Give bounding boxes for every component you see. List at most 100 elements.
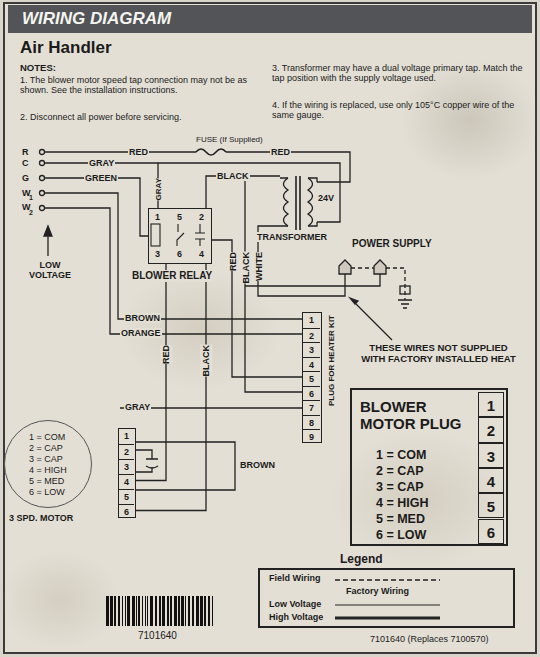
terminal-label: C xyxy=(22,158,29,168)
wire-color: GRAY xyxy=(88,158,115,168)
barcode xyxy=(142,596,143,626)
motor-tap: 1 = COM xyxy=(29,432,65,442)
pin-number: 3 xyxy=(303,342,320,357)
note: 1. The blower motor speed tap connection… xyxy=(20,75,255,96)
relay-symbol xyxy=(177,224,184,246)
terminal-number: 5 xyxy=(177,212,182,222)
wire-color: GRAY xyxy=(153,178,164,200)
terminals xyxy=(40,161,45,166)
pin-number: 6 xyxy=(303,386,320,401)
pin-number: 4 xyxy=(478,468,504,493)
wire-color: GREEN xyxy=(84,173,118,183)
legend-entry: High Voltage xyxy=(268,612,324,622)
pin-number: 3 xyxy=(119,459,134,474)
heading: Air Handler xyxy=(20,38,112,58)
wire-color: RED xyxy=(227,252,239,271)
terminal-label: G xyxy=(22,173,29,183)
legend-entry: Low Voltage xyxy=(268,599,322,609)
motor-tap: 3 = CAP xyxy=(376,480,424,494)
note-callout: THESE WIRES NOT SUPPLIED WITH FACTORY IN… xyxy=(356,343,521,365)
note: 2. Disconnect all power before servicing… xyxy=(20,112,255,122)
transformer-symbol xyxy=(280,178,317,226)
legend-samples xyxy=(335,605,440,606)
motor-tap: 5 = MED xyxy=(29,476,64,486)
motor-circle: 1 = COM2 = CAP3 = CAP4 = HIGH5 = MED6 = … xyxy=(4,420,92,508)
terminal-number: 1 xyxy=(155,212,160,222)
terminal-number: 4 xyxy=(199,249,204,259)
power-supply-connections xyxy=(386,268,405,300)
c-wire xyxy=(45,163,158,208)
relay-symbol xyxy=(151,224,160,246)
motor-tap: 4 = HIGH xyxy=(376,496,428,510)
w2-wire xyxy=(45,208,302,334)
pin-number: 7 xyxy=(303,400,320,415)
notes-heading: NOTES: xyxy=(20,63,56,74)
wire-connector xyxy=(136,264,166,481)
motor-tap: 1 = COM xyxy=(376,448,426,462)
pin-number: 4 xyxy=(303,357,320,372)
barcode xyxy=(170,596,172,626)
relay-symbol xyxy=(195,224,205,246)
motor-tap: 3 = CAP xyxy=(29,454,63,464)
pin-number: 3 xyxy=(478,443,504,468)
pin-number: 1 xyxy=(478,392,504,417)
part-number: 7101640 (Replaces 7100570) xyxy=(370,634,489,644)
leader-line xyxy=(352,300,392,340)
barcode xyxy=(136,596,137,626)
barcode xyxy=(155,596,157,626)
pin-number: 1 xyxy=(303,313,320,328)
motor-connector: 123456 xyxy=(118,428,136,518)
motor-tap: 4 = HIGH xyxy=(29,465,67,475)
power-supply-connections xyxy=(339,260,351,274)
barcode xyxy=(125,596,126,626)
barcode xyxy=(132,596,135,626)
barcode xyxy=(138,596,140,626)
motor-tap: 2 = CAP xyxy=(29,443,63,453)
legend-samples xyxy=(335,580,440,618)
barcode xyxy=(106,596,213,626)
paper xyxy=(0,3,540,653)
low-voltage-arrow xyxy=(44,226,52,256)
legend-samples xyxy=(335,579,440,580)
pin-number: 9 xyxy=(303,429,320,444)
barcode xyxy=(192,596,194,626)
barcode xyxy=(127,596,130,626)
power-supply-connections xyxy=(400,286,410,294)
barcode xyxy=(188,596,190,626)
barcode xyxy=(106,596,109,626)
capacitor-circuit xyxy=(136,442,235,490)
pin-number: 6 xyxy=(119,504,134,519)
pin-number: 2 xyxy=(478,417,504,442)
barcode xyxy=(150,596,153,626)
capacitor-circuit xyxy=(136,450,158,472)
barcode xyxy=(185,596,186,626)
barcode xyxy=(174,596,177,626)
wire-color: RED xyxy=(160,345,172,364)
pin-number: 1 xyxy=(119,429,134,444)
barcode xyxy=(204,596,206,626)
barcode xyxy=(122,596,123,626)
pin-number: 2 xyxy=(303,328,320,343)
barcode xyxy=(114,596,116,626)
part-number: 7101640 xyxy=(138,630,177,642)
black-wire xyxy=(245,176,302,392)
blower-relay: 152364BLOWER RELAY xyxy=(148,208,212,264)
plug-label: PLUG FOR HEATER KIT xyxy=(327,315,336,406)
barcode xyxy=(110,596,113,626)
motor-tap: 5 = MED xyxy=(376,512,425,526)
barcode xyxy=(118,596,120,626)
legend-entry: Factory Wiring xyxy=(345,586,410,596)
pin-number: 5 xyxy=(119,489,134,504)
title-band: WIRING DIAGRAM xyxy=(8,5,532,33)
terminals xyxy=(40,206,45,211)
pin-number: 2 xyxy=(119,444,134,459)
transformer-symbol xyxy=(284,178,289,226)
barcode xyxy=(167,596,169,626)
wire-color: BLACK xyxy=(240,252,252,284)
legend-samples xyxy=(335,617,440,620)
pin-number: 5 xyxy=(478,493,504,518)
power-supply-connections xyxy=(351,267,374,268)
terminal-number: 3 xyxy=(155,249,160,259)
